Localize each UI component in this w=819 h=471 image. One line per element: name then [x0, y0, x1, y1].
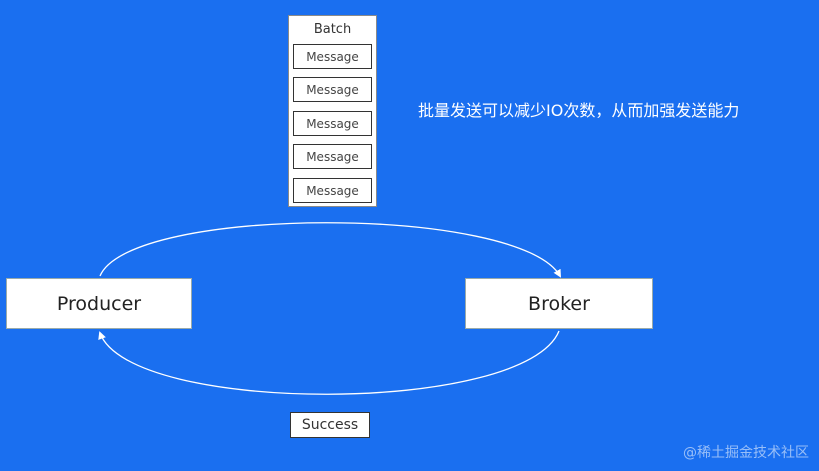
send-arrow: [99, 222, 561, 278]
message-box: Message: [293, 144, 372, 169]
watermark: @稀土掘金技术社区: [683, 445, 809, 461]
producer-node: Producer: [6, 278, 192, 329]
ack-arrow: [98, 330, 560, 395]
message-box: Message: [293, 77, 372, 102]
message-box: Message: [293, 111, 372, 136]
batch-title: Batch: [313, 22, 352, 37]
success-label: Success: [290, 412, 370, 438]
broker-node: Broker: [465, 278, 653, 329]
message-box: Message: [293, 44, 372, 69]
batch-container: Batch Message Message Message Message Me…: [288, 15, 377, 207]
batch-note: 批量发送可以减少IO次数，从而加强发送能力: [418, 101, 740, 120]
message-box: Message: [293, 178, 372, 203]
